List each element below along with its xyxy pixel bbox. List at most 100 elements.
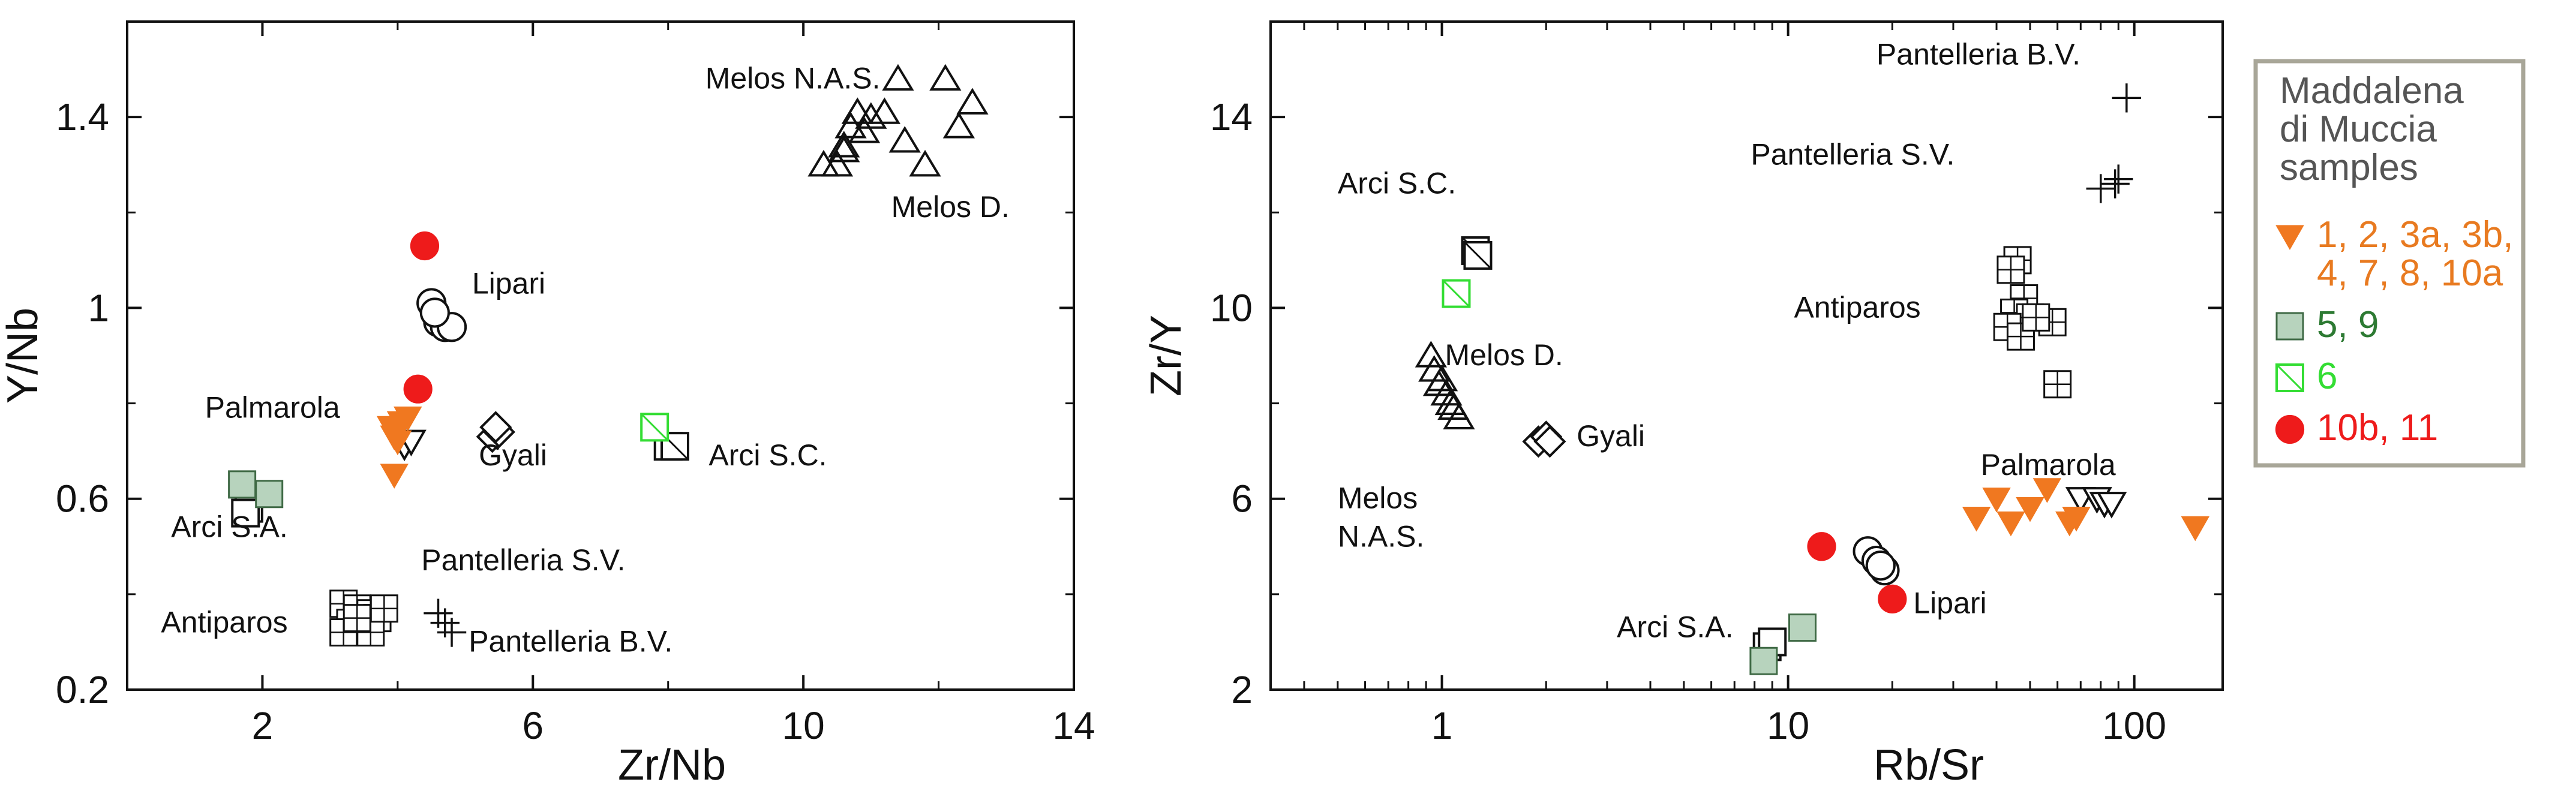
right-series-square-grid bbox=[1993, 246, 2072, 399]
legend-entry-5-9 bbox=[2275, 312, 2304, 341]
right-point bbox=[2022, 303, 2050, 332]
right-point bbox=[1996, 255, 2025, 284]
right-series-tri-down-open bbox=[2065, 487, 2127, 519]
left-point bbox=[394, 406, 422, 432]
right-series-6 bbox=[1442, 279, 1471, 308]
legend-entry-text: 4, 7, 8, 10a bbox=[2317, 252, 2503, 294]
left-x-tick-label: 10 bbox=[782, 704, 825, 747]
right-series-diamond-open bbox=[1522, 420, 1566, 458]
left-label-pantelleria-b-v: Pantelleria B.V. bbox=[469, 624, 672, 658]
right-series-plus bbox=[2086, 83, 2142, 203]
left-series-5-9 bbox=[228, 470, 284, 509]
right-x-tick-label: 1 bbox=[1431, 704, 1453, 747]
left-y-tick-label: 0.6 bbox=[56, 477, 109, 521]
left-point bbox=[841, 97, 873, 124]
right-point bbox=[2086, 174, 2115, 203]
left-label-lipari: Lipari bbox=[472, 267, 545, 300]
right-x-tick-label: 10 bbox=[1767, 704, 1809, 747]
right-label-n-a-s: N.A.S. bbox=[1338, 519, 1424, 553]
left-x-tick-label: 14 bbox=[1052, 704, 1095, 747]
legend-marker bbox=[2275, 414, 2305, 444]
left-point bbox=[909, 149, 941, 177]
left-point bbox=[419, 297, 450, 328]
right-point bbox=[1878, 584, 1907, 613]
right-point bbox=[1865, 551, 1896, 581]
right-point bbox=[1430, 378, 1463, 406]
right-label-palmarola: Palmarola bbox=[1981, 448, 2116, 482]
legend-entry-6 bbox=[2275, 363, 2304, 392]
right-point bbox=[2043, 370, 2072, 399]
left-point bbox=[848, 116, 881, 143]
right-point bbox=[1982, 488, 2011, 513]
right-point bbox=[1996, 511, 2025, 537]
legend-entry-text: 6 bbox=[2317, 356, 2337, 397]
left-point bbox=[942, 112, 975, 139]
legend-entry-text: 1, 2, 3a, 3b, bbox=[2317, 214, 2513, 255]
right-y-axis-title: Zr/Y bbox=[1142, 315, 1190, 396]
right-point bbox=[1422, 369, 1455, 396]
right-point bbox=[1415, 341, 1448, 368]
right-label-antiparos: Antiparos bbox=[1794, 290, 1920, 324]
left-point bbox=[855, 102, 887, 129]
right-point bbox=[1962, 506, 1991, 532]
right-frame bbox=[1269, 20, 2224, 691]
right-series-square-hatch bbox=[1461, 236, 1493, 270]
legend-entry-text: 5, 9 bbox=[2317, 304, 2379, 345]
right-point bbox=[2112, 83, 2142, 113]
left-point bbox=[888, 126, 921, 153]
right-x-axis-title: Rb/Sr bbox=[1874, 741, 1984, 788]
left-point bbox=[640, 413, 669, 442]
legend-marker bbox=[2275, 363, 2304, 392]
right-label-melos-d: Melos D. bbox=[1445, 338, 1563, 372]
left-point bbox=[403, 374, 433, 404]
left-y-axis-title: Y/Nb bbox=[0, 308, 47, 404]
left-label-arci-s-a: Arci S.A. bbox=[171, 510, 287, 543]
right-point bbox=[2032, 478, 2062, 503]
legend-marker bbox=[2275, 225, 2304, 250]
left-series-diamond-open bbox=[476, 411, 515, 453]
left-point bbox=[231, 498, 260, 528]
left-point bbox=[430, 608, 460, 637]
right-point bbox=[1807, 532, 1836, 561]
right-label-gyali: Gyali bbox=[1577, 419, 1645, 453]
left-series-square-grid bbox=[329, 590, 398, 647]
left-point bbox=[929, 64, 962, 91]
left-point bbox=[255, 480, 284, 509]
right-label-pantelleria-s-v: Pantelleria S.V. bbox=[1751, 138, 1954, 172]
left-x-tick-label: 2 bbox=[252, 704, 274, 747]
left-point bbox=[828, 131, 860, 158]
right-series-1-2-3a-3b-4-7-8-10a bbox=[1962, 478, 2210, 542]
left-series-6 bbox=[640, 413, 669, 442]
legend-frame bbox=[2253, 59, 2526, 468]
right-y-tick-label: 10 bbox=[1210, 286, 1253, 329]
legend-title-line: Maddalena bbox=[2280, 70, 2464, 112]
left-frame bbox=[126, 20, 1075, 691]
left-point bbox=[343, 604, 371, 633]
right-point bbox=[2181, 516, 2210, 542]
left-series-triangle-up bbox=[807, 64, 989, 177]
right-label-melos: Melos bbox=[1338, 482, 1418, 515]
right-point bbox=[2062, 506, 2091, 532]
left-y-tick-label: 0.2 bbox=[56, 668, 109, 711]
left-label-arci-s-c: Arci S.C. bbox=[708, 438, 827, 472]
right-label-pantelleria-b-v: Pantelleria B.V. bbox=[1877, 38, 2080, 71]
legend-entry-1-2-3a-3b-4-7-8-10a bbox=[2275, 225, 2304, 250]
right-x-tick-label: 100 bbox=[2102, 704, 2166, 747]
right-label-arci-s-a: Arci S.A. bbox=[1617, 610, 1733, 643]
right-point bbox=[2016, 497, 2044, 522]
left-y-tick-label: 1 bbox=[88, 286, 109, 329]
right-point bbox=[2104, 164, 2133, 194]
left-point bbox=[828, 136, 860, 163]
left-point bbox=[479, 411, 512, 444]
right-point bbox=[1788, 613, 1817, 642]
right-y-tick-label: 14 bbox=[1210, 95, 1253, 139]
left-label-antiparos: Antiparos bbox=[161, 606, 287, 639]
left-point bbox=[410, 231, 440, 261]
right-point bbox=[1442, 279, 1471, 308]
legend-marker bbox=[2275, 312, 2304, 341]
right-series-5-9 bbox=[1749, 613, 1817, 675]
right-label-lipari: Lipari bbox=[1913, 587, 1986, 620]
